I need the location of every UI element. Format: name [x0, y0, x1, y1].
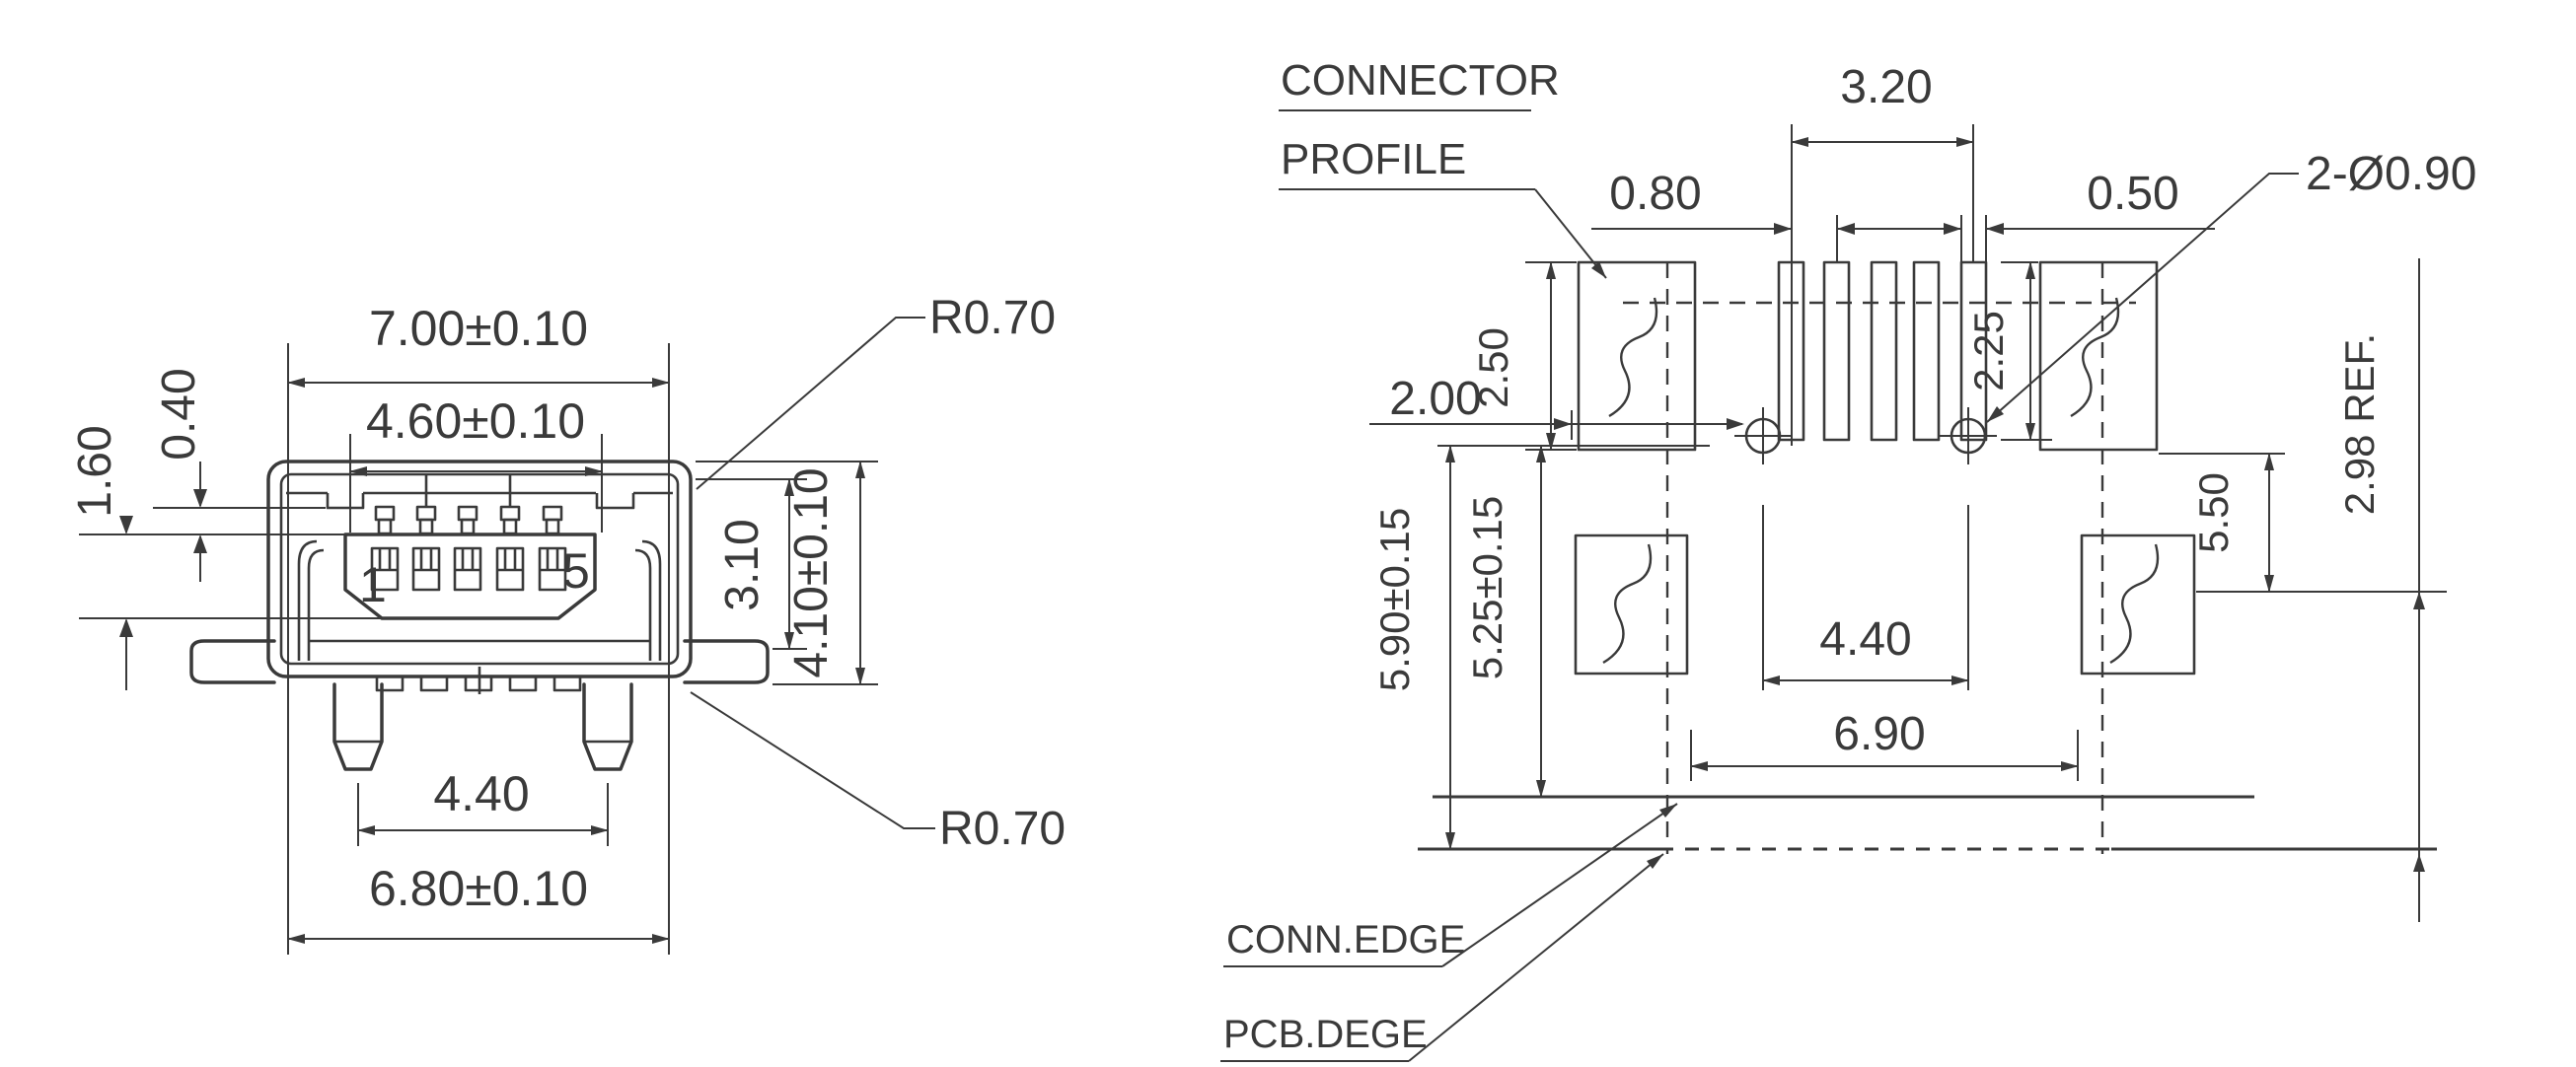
dim-legs-span: 4.40	[433, 766, 529, 821]
dim-pad-span-horizontal: 6.90	[1833, 708, 1925, 760]
dim-height-left-inner: 0.40	[153, 368, 205, 460]
mount-flange-right	[683, 639, 770, 684]
dim-pad-width: 0.50	[2087, 168, 2178, 220]
mounting-holes	[1734, 407, 1997, 464]
pad-bottom-right	[2080, 534, 2196, 676]
pad-bottom-left	[1574, 534, 1689, 676]
contact-row	[370, 546, 567, 592]
dim-height-to-pcb-edge: 5.90±0.15	[1371, 508, 1418, 692]
label-pcb-edge: PCB.DEGE	[1223, 1013, 1428, 1056]
bottom-features	[332, 677, 633, 771]
dim-pin-span: 3.20	[1840, 61, 1932, 113]
pin-centerlines	[424, 474, 512, 507]
dim-height-left-outer: 1.60	[69, 425, 121, 517]
dim-width-bottom: 6.80±0.10	[369, 861, 588, 916]
solder-bumps	[375, 677, 582, 692]
pad-top-left	[1577, 260, 1697, 452]
label-connector-profile-1: CONNECTOR	[1281, 56, 1560, 105]
right-view: CONNECTOR PROFILE 3.20 0.80 0.50	[1220, 56, 2476, 1062]
dim-hole-span: 4.40	[1819, 613, 1911, 666]
pins: 1 5	[359, 474, 590, 612]
label-connector-profile-2: PROFILE	[1281, 135, 1466, 183]
left-view-dimensions: 7.00±0.10 4.60±0.10 R0.70 R0.70 0.40	[69, 292, 1066, 955]
receptacle-opening	[343, 533, 597, 620]
pad-top-right	[2038, 260, 2159, 452]
dim-pad-height-pins: 2.25	[1965, 311, 2012, 391]
dim-holes: 2-Ø0.90	[2306, 148, 2476, 200]
dim-radius-bottom: R0.70	[939, 803, 1066, 855]
leg-left	[332, 682, 384, 771]
dim-height-right-inner: 3.10	[716, 519, 769, 610]
pin-number-1: 1	[359, 557, 387, 612]
leg-right	[582, 682, 633, 771]
dim-height-right-outer: 4.10±0.10	[785, 467, 838, 677]
left-view: 1 5 7.00±0.10 4.60±0.10 R0.70	[69, 292, 1066, 955]
dim-height-to-conn-edge: 5.25±0.15	[1464, 496, 1510, 680]
construction-lines	[1418, 262, 2447, 854]
pin-pads	[1777, 260, 1988, 442]
pin-number-5: 5	[562, 543, 590, 599]
shell-side-folds	[297, 539, 662, 661]
upper-pin-row	[374, 505, 563, 535]
dim-edge-offset: 2.00	[1389, 373, 1481, 425]
dim-pad-height-left: 2.50	[1470, 327, 1516, 408]
dim-ref-height: 2.98 REF.	[2336, 333, 2383, 515]
dim-pad-gap-vertical: 5.50	[2190, 472, 2237, 553]
dim-width-inner: 4.60±0.10	[366, 393, 585, 449]
shell-notch-right	[595, 493, 635, 510]
dim-pin-pitch: 0.80	[1609, 168, 1701, 220]
dim-width-outer: 7.00±0.10	[369, 301, 588, 356]
label-conn-edge: CONN.EDGE	[1226, 918, 1465, 961]
dim-radius-top: R0.70	[929, 292, 1056, 344]
shell-notch-left	[326, 493, 365, 510]
right-view-dimensions: CONNECTOR PROFILE 3.20 0.80 0.50	[1220, 56, 2476, 1062]
mount-flange-left	[189, 639, 276, 684]
